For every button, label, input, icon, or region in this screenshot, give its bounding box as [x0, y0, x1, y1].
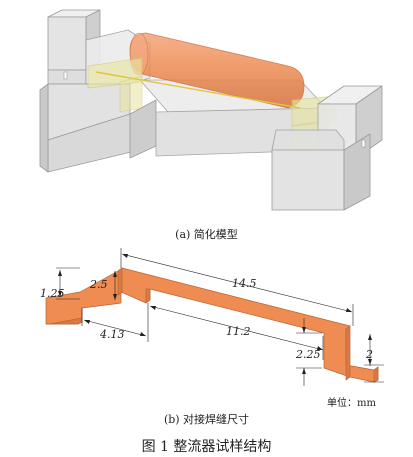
dimension-arrows — [58, 254, 372, 374]
dim-2: 2 — [365, 348, 373, 361]
slot-marks — [63, 71, 366, 148]
dimension-lines — [56, 248, 384, 386]
dim-2-25: 2.25 — [295, 348, 321, 361]
dim-1-25: 1.25 — [40, 287, 65, 300]
figure-caption: 图 1 整流器试样结构 — [141, 439, 272, 455]
copper-strip — [45, 267, 379, 383]
dim-11-2: 11.2 — [226, 325, 251, 338]
right-fixture-block — [271, 85, 383, 211]
caption-a: (a) 简化模型 — [175, 228, 238, 241]
dim-14-5: 14.5 — [232, 277, 257, 290]
left-fixture-block — [39, 9, 157, 173]
unit-label: 单位：mm — [327, 398, 376, 409]
dim-2-5: 2.5 — [89, 278, 108, 291]
dim-4-13: 4.13 — [99, 328, 125, 341]
caption-b: (b) 对接焊缝尺寸 — [163, 413, 250, 426]
